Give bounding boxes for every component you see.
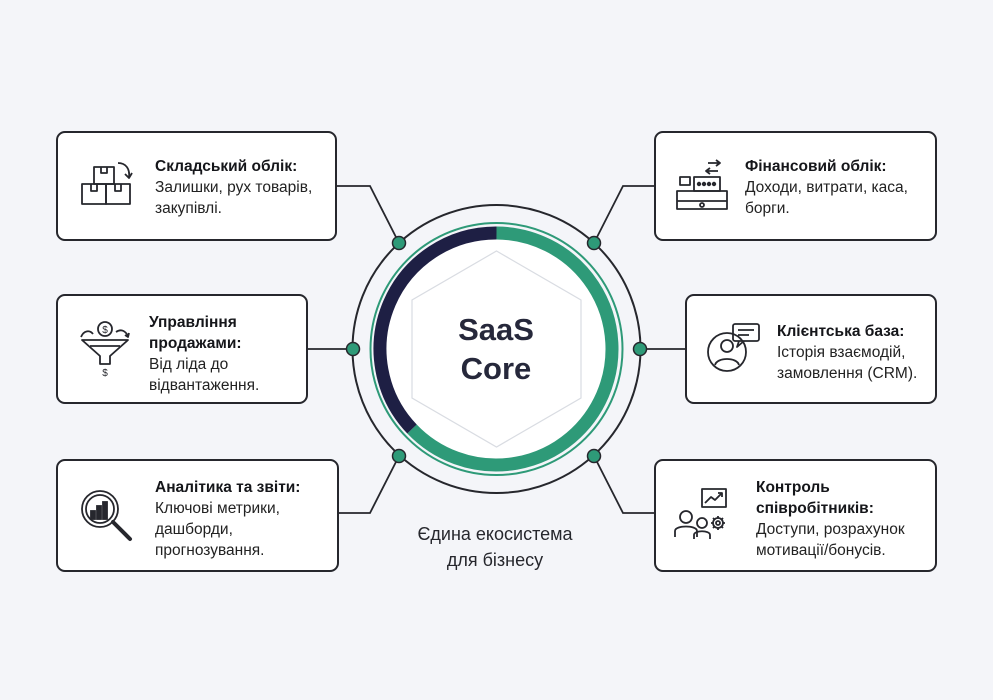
connector-analytics — [338, 455, 400, 514]
magnifier-chart-icon — [81, 490, 132, 541]
core-subtitle: Єдина екосистема для бізнесу — [375, 521, 615, 573]
team-gear-icon — [674, 488, 727, 539]
module-desc-line: замовлення (CRM). — [777, 365, 918, 382]
module-title: Фінансовий облік: — [745, 158, 887, 175]
core-hexagon — [411, 250, 582, 448]
module-desc-line: Ключові метрики, — [155, 500, 280, 517]
dot-staff — [586, 448, 602, 464]
dot-analytics — [391, 448, 407, 464]
dot-finance — [586, 235, 602, 251]
module-title: Клієнтська база: — [777, 323, 905, 340]
cash-register-icon — [676, 159, 728, 210]
dot-warehouse — [391, 235, 407, 251]
module-card-clients: Клієнтська база: Історія взаємодій, замо… — [685, 294, 937, 404]
connector-warehouse — [336, 185, 400, 244]
module-card-finance: Фінансовий облік: Доходи, витрати, каса,… — [654, 131, 937, 241]
module-desc-line: Доходи, витрати, каса, — [745, 179, 908, 196]
module-desc-line: прогнозування. — [155, 542, 265, 559]
core-subtitle-line1: Єдина екосистема — [417, 524, 573, 544]
module-desc-line: Від ліда до — [149, 356, 229, 373]
core-navy-arc — [373, 226, 497, 434]
core-subtitle-line2: для бізнесу — [446, 550, 544, 570]
module-desc-line: Залишки, рух товарів, — [155, 179, 313, 196]
module-desc-line: Історія взаємодій, — [777, 344, 906, 361]
dot-sales — [345, 341, 361, 357]
module-desc-line: дашборди, — [155, 521, 233, 538]
module-card-sales: $ $ Управління продажами: Від ліда до ві… — [56, 294, 308, 404]
connector-finance — [593, 185, 655, 244]
dot-clients — [632, 341, 648, 357]
module-title-line: Контроль — [756, 479, 830, 496]
module-card-warehouse: Складський облік: Залишки, рух товарів, … — [56, 131, 337, 241]
svg-text:$: $ — [102, 368, 108, 378]
core-title-line1: SaaS — [458, 312, 534, 347]
module-title: Складський облік: — [155, 158, 298, 175]
module-desc-line: борги. — [745, 200, 790, 217]
module-desc-line: Доступи, розрахунок — [756, 521, 905, 538]
module-card-staff: Контроль співробітників: Доступи, розрах… — [654, 459, 937, 572]
module-card-analytics: Аналітика та звіти: Ключові метрики, даш… — [56, 459, 339, 572]
sales-funnel-icon: $ $ — [80, 321, 130, 378]
module-title-line: Управління — [149, 314, 237, 331]
core-green-arc — [407, 226, 619, 472]
core-title-line2: Core — [460, 351, 532, 386]
module-title: Аналітика та звіти: — [155, 479, 301, 496]
module-title-line: співробітників: — [756, 500, 874, 517]
module-desc-line: відвантаження. — [149, 377, 260, 394]
module-title-line: продажами: — [149, 335, 242, 352]
core-inner-green-ring — [369, 222, 624, 476]
connector-dots — [345, 235, 648, 464]
boxes-icon — [81, 162, 133, 205]
core-title: SaaS Core — [396, 310, 596, 388]
client-chat-icon — [707, 323, 760, 372]
module-desc-line: закупівлі. — [155, 200, 222, 217]
core-hub — [351, 204, 642, 494]
connector-staff — [593, 455, 655, 514]
connector-lines — [307, 185, 686, 514]
svg-text:$: $ — [102, 325, 108, 336]
module-desc-line: мотивації/бонусів. — [756, 542, 886, 559]
